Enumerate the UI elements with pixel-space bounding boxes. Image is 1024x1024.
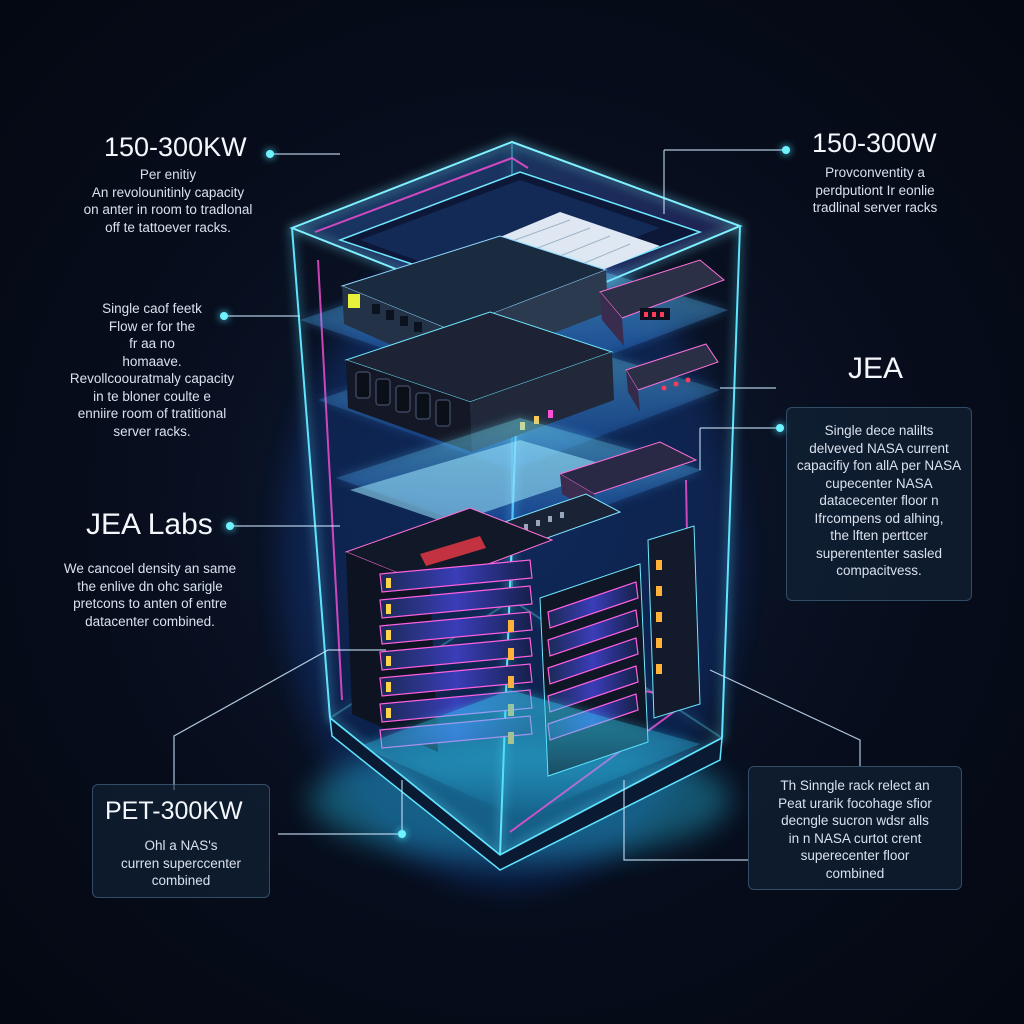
callout-text-bottom-left: Ohl a NAS's curren superccenter combined (120, 838, 242, 888)
callout-panel-bottom-left: PET-300KW Ohl a NAS's curren superccente… (92, 784, 270, 898)
callout-text-jea: Single dece nalilts delveved NASA curren… (796, 423, 962, 578)
callout-text-top-left: Per enitiy An revolounitinly capacity on… (83, 167, 253, 235)
callout-title-bottom-left: PET-300KW (105, 797, 243, 825)
connector-dot (398, 830, 406, 838)
connector-dot (782, 146, 790, 154)
switch-unit-3 (625, 343, 719, 412)
callout-title-jea-labs: JEA Labs (86, 508, 213, 541)
connector-dot (226, 522, 234, 530)
connector-lines (173, 149, 861, 861)
callout-text-top-right: Provconventity a perdputiont Ir eonlie t… (812, 165, 938, 215)
callout-title-jea: JEA (848, 352, 904, 385)
callout-title-top-left: 150-300KW (104, 132, 247, 162)
switch-unit-2 (599, 259, 725, 346)
connector-dot (220, 312, 228, 320)
callout-panel-jea: Single dece nalilts delveved NASA curren… (786, 407, 972, 601)
connector-dot (776, 424, 784, 432)
callout-text-bottom-right: Th Sinngle rack relect an Peat urarik fo… (778, 778, 932, 881)
connector-dot (266, 150, 274, 158)
callout-text-mid-left: Single caof feetk Flow er for the fr aa … (69, 301, 235, 439)
callout-title-top-right: 150-300W (812, 128, 937, 158)
callout-panel-bottom-right: Th Sinngle rack relect an Peat urarik fo… (748, 766, 962, 890)
callout-text-jea-labs: We cancoel density an same the enlive dn… (63, 561, 237, 629)
